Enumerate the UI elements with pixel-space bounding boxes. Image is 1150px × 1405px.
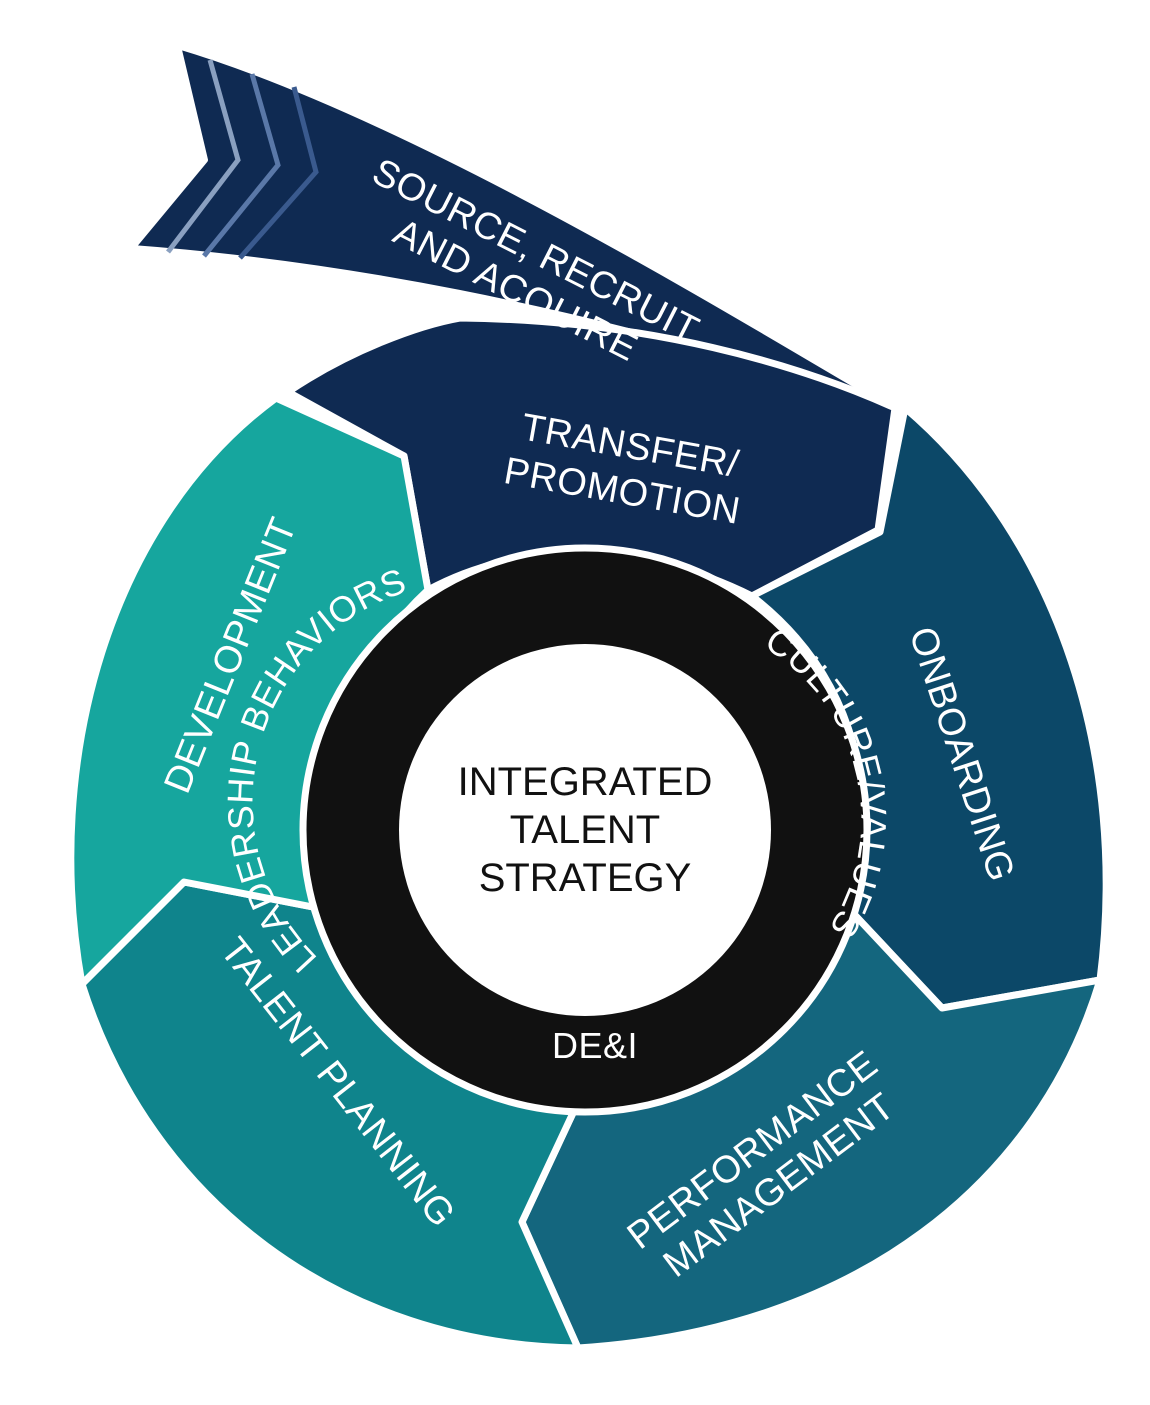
center-line-2: TALENT [510,808,660,852]
ring-label-dei: DE&I [552,1025,638,1066]
center-circle [399,644,771,1016]
center-line-1: INTEGRATED [458,760,713,804]
chevron-stripes [166,59,319,260]
center-line-3: STRATEGY [479,856,692,900]
